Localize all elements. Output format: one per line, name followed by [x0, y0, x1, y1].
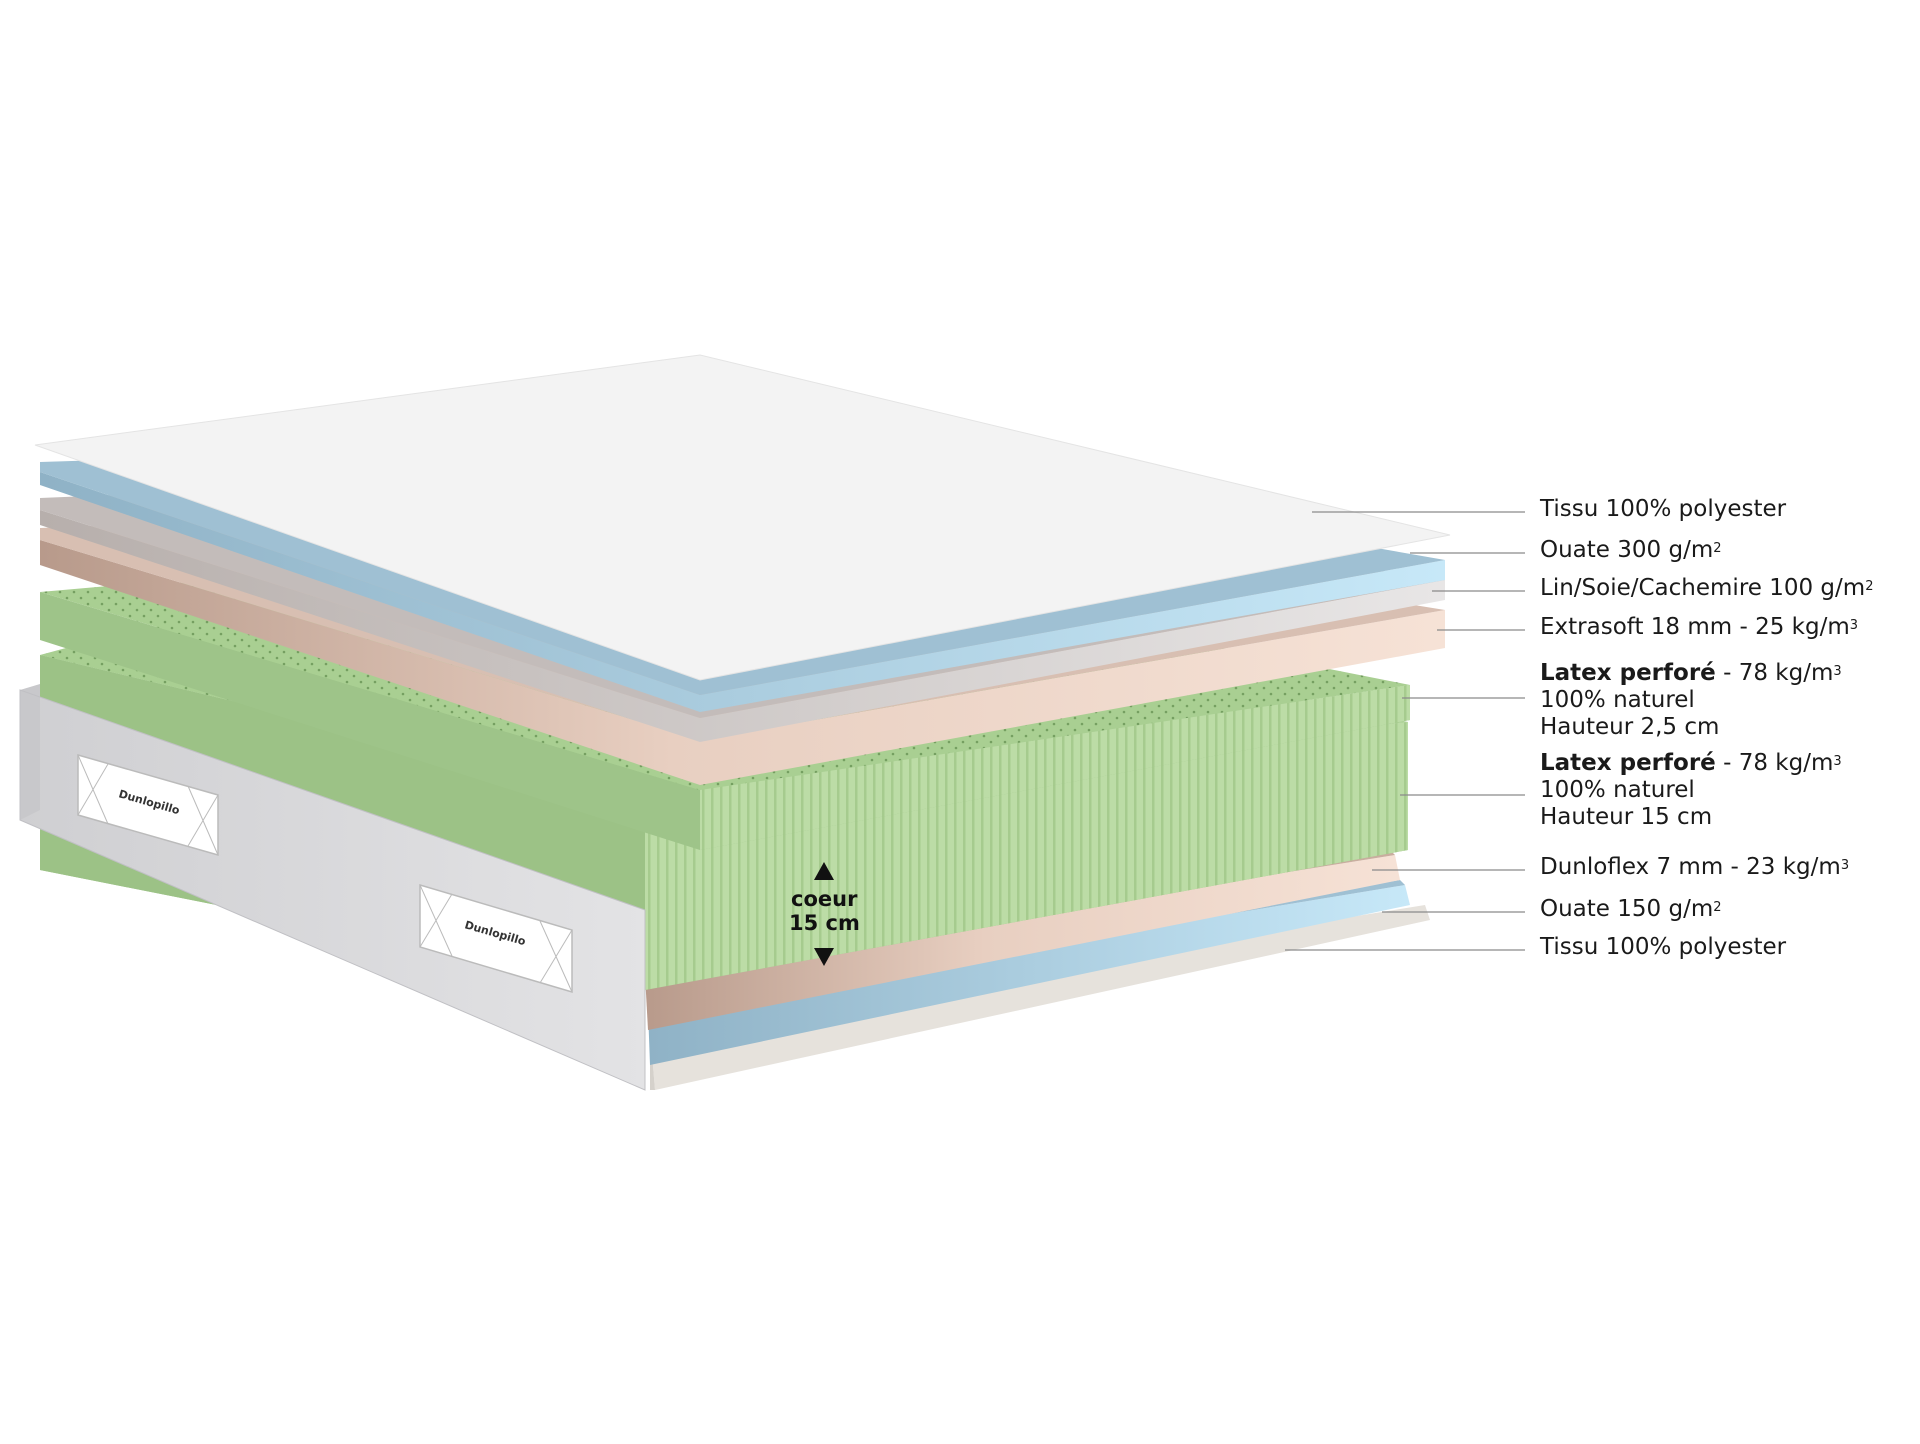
label-line: Lin/Soie/Cachemire 100 g/m2: [1540, 575, 1873, 602]
label-line: Tissu 100% polyester: [1540, 934, 1786, 961]
label-bold-text: Latex perforé: [1540, 750, 1716, 776]
label-unit-exponent: 2: [1713, 900, 1722, 915]
label-text: 100% naturel: [1540, 687, 1695, 713]
label-text: Tissu 100% polyester: [1540, 496, 1787, 522]
label-text: Dunloflex 7 mm - 23 kg/m: [1540, 854, 1841, 880]
label-bold-text: Latex perforé: [1540, 660, 1716, 686]
label-line: Hauteur 15 cm: [1540, 804, 1842, 831]
leader-lines: [1285, 511, 1525, 951]
label-line: Tissu 100% polyester: [1540, 496, 1786, 523]
label-text: Lin/Soie/Cachemire 100 g/m: [1540, 575, 1866, 601]
label-extrasoft: Extrasoft 18 mm - 25 kg/m3: [1540, 614, 1858, 641]
label-text: Extrasoft 18 mm - 25 kg/m: [1540, 614, 1850, 640]
label-lin-soie: Lin/Soie/Cachemire 100 g/m2: [1540, 575, 1873, 602]
label-unit-exponent: 3: [1833, 754, 1842, 769]
label-text: Hauteur 15 cm: [1540, 804, 1713, 830]
label-text: Ouate 150 g/m: [1540, 896, 1714, 922]
label-ouate-150: Ouate 150 g/m2: [1540, 896, 1722, 923]
layer-tissu-top: [34, 354, 1451, 681]
core-label-line2: 15 cm: [789, 911, 860, 935]
label-line: Latex perforé - 78 kg/m3: [1540, 750, 1842, 777]
label-line: 100% naturel: [1540, 687, 1842, 714]
label-dunloflex: Dunloflex 7 mm - 23 kg/m3: [1540, 854, 1849, 881]
label-text: Hauteur 2,5 cm: [1540, 714, 1720, 740]
core-height-marker: coeur 15 cm: [789, 862, 860, 966]
label-unit-exponent: 2: [1713, 541, 1722, 556]
label-tissu-bottom: Tissu 100% polyester: [1540, 934, 1786, 961]
label-text: - 78 kg/m: [1715, 750, 1834, 776]
label-line: Hauteur 2,5 cm: [1540, 714, 1842, 741]
label-unit-exponent: 3: [1833, 664, 1842, 679]
label-tissu-top: Tissu 100% polyester: [1540, 496, 1786, 523]
side-panel: Dunlopillo Dunlopillo: [19, 684, 646, 1091]
label-text: Ouate 300 g/m: [1540, 537, 1714, 563]
label-text: Tissu 100% polyester: [1540, 934, 1787, 960]
label-text: 100% naturel: [1540, 777, 1695, 803]
handle-left: Dunlopillo: [77, 754, 219, 856]
label-line: 100% naturel: [1540, 777, 1842, 804]
label-line: Dunloflex 7 mm - 23 kg/m3: [1540, 854, 1849, 881]
label-unit-exponent: 3: [1840, 858, 1850, 873]
handle-right: Dunlopillo: [419, 883, 573, 994]
label-unit-exponent: 3: [1849, 618, 1859, 633]
label-unit-exponent: 2: [1865, 579, 1874, 594]
label-ouate-300: Ouate 300 g/m2: [1540, 537, 1722, 564]
label-line: Extrasoft 18 mm - 25 kg/m3: [1540, 614, 1858, 641]
label-line: Latex perforé - 78 kg/m3: [1540, 660, 1842, 687]
label-line: Ouate 150 g/m2: [1540, 896, 1722, 923]
label-text: - 78 kg/m: [1715, 660, 1834, 686]
label-line: Ouate 300 g/m2: [1540, 537, 1722, 564]
core-label-line1: coeur: [791, 887, 858, 911]
